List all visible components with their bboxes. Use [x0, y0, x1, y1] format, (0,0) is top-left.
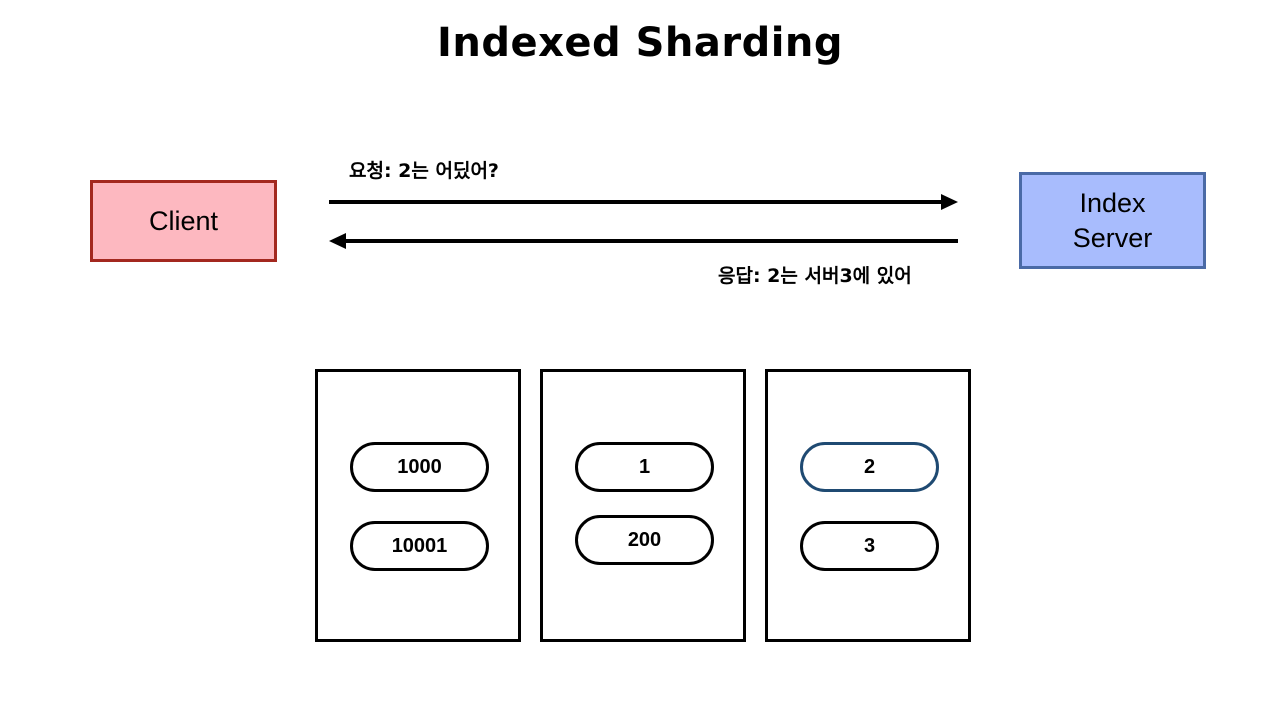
shard-key: 1 — [575, 442, 714, 492]
response-message: 응답: 2는 서버3에 있어 — [718, 265, 912, 287]
client-label: Client — [148, 205, 219, 236]
diagram-title: Indexed Sharding — [436, 20, 844, 66]
client-node: Client — [90, 180, 277, 262]
index-server-label-line2: Server — [1072, 222, 1153, 253]
index-server-label-line1: Index — [1079, 187, 1146, 218]
request-message: 요청: 2는 어딨어? — [349, 160, 499, 182]
shard-key: 200 — [575, 515, 714, 565]
shard-server-2: 1 200 — [540, 369, 746, 642]
index-server-node: Index Server — [1019, 172, 1206, 269]
shard-key: 10001 — [350, 521, 489, 571]
shard-key: 3 — [800, 521, 939, 571]
request-arrow — [329, 194, 958, 210]
shard-key-highlighted: 2 — [800, 442, 939, 492]
shard-key: 1000 — [350, 442, 489, 492]
shard-server-1: 1000 10001 — [315, 369, 521, 642]
shard-server-3: 2 3 — [765, 369, 971, 642]
response-arrow — [329, 233, 958, 249]
